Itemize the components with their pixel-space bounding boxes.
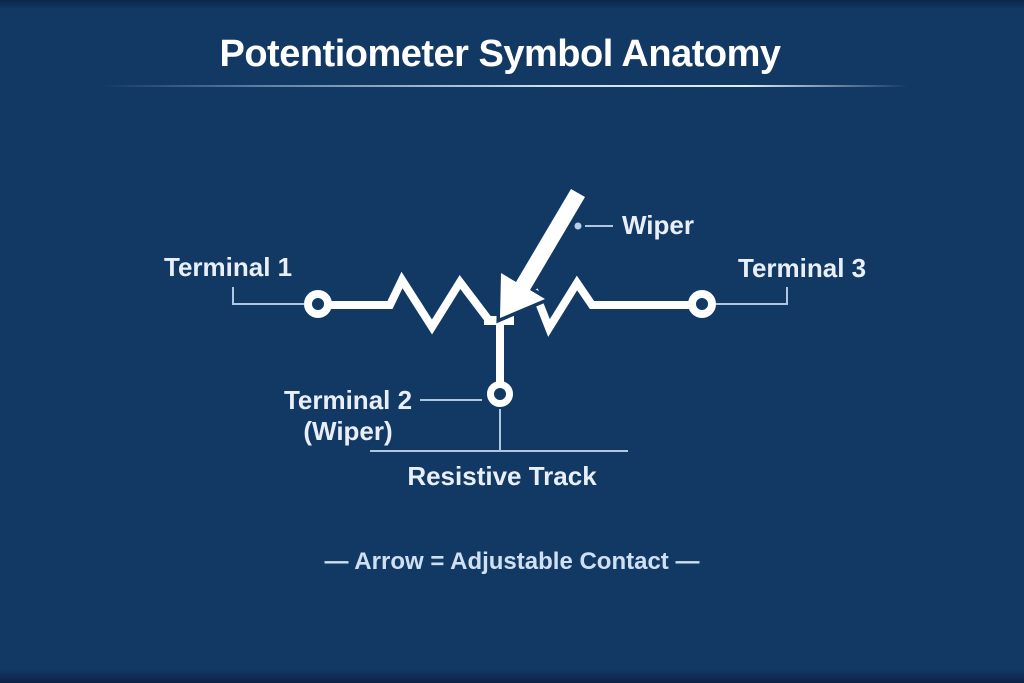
arrow-footnote: — Arrow = Adjustable Contact — <box>324 548 700 575</box>
page-title: Potentiometer Symbol Anatomy <box>219 33 781 75</box>
resistor-zigzag-right <box>530 275 689 337</box>
terminal-1-circle <box>304 290 332 318</box>
wiper-leader-dot <box>574 222 582 230</box>
terminal-2-wiper-circle <box>487 381 513 407</box>
resistive-track-label: Resistive Track <box>407 461 597 491</box>
terminal-2-label-line1: Terminal 2 <box>283 385 413 415</box>
title-separator-line <box>100 85 908 87</box>
terminal-3-circle <box>688 290 716 318</box>
terminal-2-label-line2: (Wiper) <box>303 416 393 446</box>
terminal3-leader-line <box>716 287 788 305</box>
terminal-2-label: Terminal 2 (Wiper) <box>248 385 448 447</box>
terminal-3-label: Terminal 3 <box>738 253 867 283</box>
circuit-symbol <box>304 184 716 407</box>
terminal1-leader-line <box>232 287 304 305</box>
terminal-1-label: Terminal 1 <box>164 252 293 282</box>
resistor-zigzag-left <box>331 271 492 335</box>
wiper-label: Wiper <box>622 210 694 240</box>
leader-lines <box>232 222 788 452</box>
wiper-arrow <box>496 184 590 324</box>
